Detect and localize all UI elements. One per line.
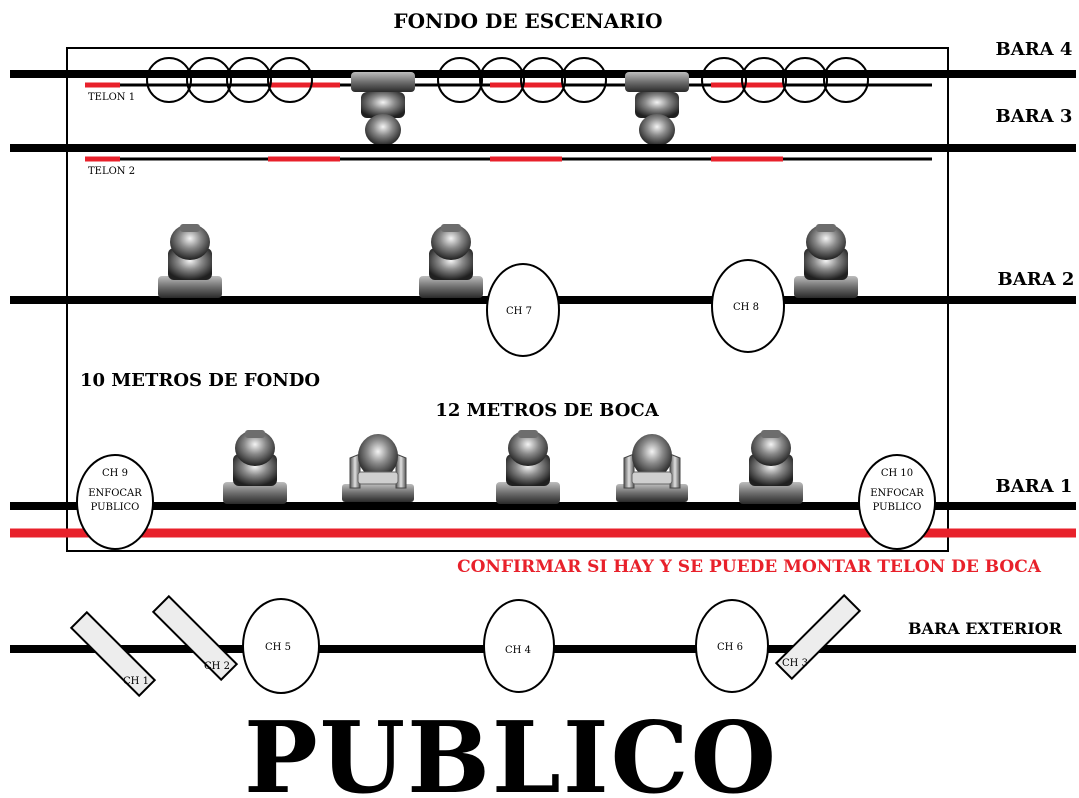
- width-label: 12 METROS DE BOCA: [435, 400, 659, 421]
- profile-spot-icon: [483, 599, 555, 693]
- moving-head-fixture-icon: [739, 430, 803, 504]
- moving-head-fixture-icon: [351, 72, 415, 146]
- channel-4-label: CH 4: [505, 645, 531, 656]
- channel-6-label: CH 6: [717, 642, 743, 653]
- profile-spot-icon: [151, 594, 239, 682]
- channel-9-note-line-2: PUBLICO: [91, 502, 140, 513]
- channel-5-label: CH 5: [265, 642, 291, 653]
- bar-1-label: BARA 1: [996, 476, 1073, 497]
- channel-9-label: CH 9: [102, 468, 128, 479]
- par-can-circle-icon: [437, 57, 483, 103]
- channel-3-label: CH 3: [782, 658, 808, 669]
- par-can-group-right: [701, 57, 869, 103]
- moving-head-fixture-icon: [496, 430, 560, 504]
- moving-head-fixture-icon: [625, 72, 689, 146]
- profile-spot-icon: [486, 263, 560, 357]
- exterior-bar-label: BARA EXTERIOR: [908, 619, 1063, 638]
- audience-label: PUBLICO: [244, 701, 778, 798]
- par-can-circle-icon: [782, 57, 828, 103]
- moving-head-fixture-icon: [794, 224, 858, 298]
- profile-spot-icon: [858, 454, 936, 550]
- bar-4-label: BARA 4: [996, 39, 1073, 60]
- par-can-circle-icon: [823, 57, 869, 103]
- bar-3-label: BARA 3: [996, 106, 1073, 127]
- channel-2-label: CH 2: [204, 661, 230, 672]
- telon-2-label: TELON 2: [88, 166, 135, 177]
- profile-spot-icon: [774, 593, 862, 681]
- par-can-circle-icon: [267, 57, 313, 103]
- moving-head-fixture-icon: [615, 433, 689, 503]
- moving-head-fixture-icon: [223, 430, 287, 504]
- stage-back-title: FONDO DE ESCENARIO: [393, 9, 662, 33]
- telon-1-label: TELON 1: [88, 92, 135, 103]
- par-can-circle-icon: [741, 57, 787, 103]
- par-can-circle-icon: [561, 57, 607, 103]
- moving-head-fixture-icon: [158, 224, 222, 298]
- front-curtain-warning: CONFIRMAR SI HAY Y SE PUEDE MONTAR TELON…: [457, 557, 1042, 577]
- par-can-circle-icon: [226, 57, 272, 103]
- profile-spot-icon: [695, 599, 769, 693]
- par-can-circle-icon: [520, 57, 566, 103]
- moving-head-fixture-icon: [341, 433, 415, 503]
- par-can-group-left: [146, 57, 313, 103]
- profile-spot-icon: [242, 598, 320, 694]
- channel-10-label: CH 10: [881, 468, 913, 479]
- profile-spot-icon: [711, 259, 785, 353]
- channel-10-note-line-1: ENFOCAR: [870, 488, 924, 499]
- profile-spot-icon: [76, 454, 154, 550]
- par-can-group-center: [437, 57, 607, 103]
- par-can-circle-icon: [146, 57, 192, 103]
- moving-head-fixture-icon: [419, 224, 483, 298]
- par-can-circle-icon: [479, 57, 525, 103]
- channel-8-label: CH 8: [733, 302, 759, 313]
- par-can-circle-icon: [701, 57, 747, 103]
- bar-2-label: BARA 2: [998, 269, 1075, 290]
- depth-label: 10 METROS DE FONDO: [80, 370, 320, 391]
- par-can-circle-icon: [186, 57, 232, 103]
- channel-10-note-line-2: PUBLICO: [873, 502, 922, 513]
- channel-1-label: CH 1: [123, 676, 149, 687]
- channel-7-label: CH 7: [506, 306, 532, 317]
- profile-spot-icon: [69, 610, 157, 698]
- channel-9-note-line-1: ENFOCAR: [88, 488, 142, 499]
